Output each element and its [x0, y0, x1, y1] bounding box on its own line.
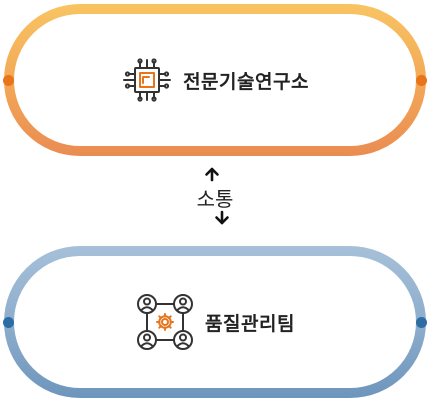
research-institute-content: 전문기술연구소 [121, 58, 309, 102]
right-connector-dot [416, 316, 427, 328]
left-connector-dot [3, 74, 14, 86]
research-institute-label: 전문기술연구소 [183, 70, 309, 93]
research-institute-node: 전문기술연구소 [3, 4, 427, 156]
communication-label: 소통 [196, 187, 234, 211]
research-institute-inner: 전문기술연구소 [14, 14, 416, 146]
left-connector-dot [3, 316, 14, 328]
communication-connector: 소통 [0, 166, 430, 232]
quality-team-inner: 품질관리팀 [14, 256, 416, 388]
right-connector-dot [416, 74, 427, 86]
quality-team-node: 품질관리팀 [3, 246, 427, 398]
team-gear-icon [135, 292, 195, 352]
arrow-up-icon [204, 166, 220, 182]
quality-team-content: 품질관리팀 [135, 292, 295, 352]
arrow-down-icon [214, 210, 230, 226]
quality-team-label: 품질관리팀 [205, 312, 295, 335]
cpu-chip-icon [121, 58, 173, 102]
